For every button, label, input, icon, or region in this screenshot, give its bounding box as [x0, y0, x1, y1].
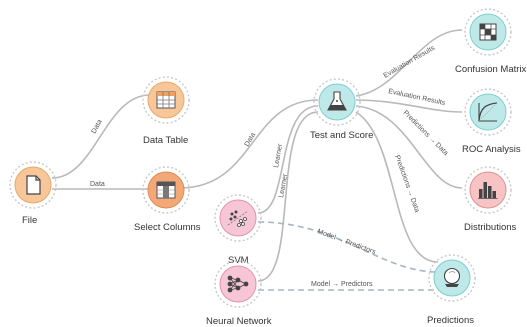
node-predictions-label: Predictions: [427, 315, 474, 326]
file-icon: [26, 175, 41, 195]
edge-test-predictions[interactable]: [355, 111, 439, 263]
neural-network-icon: [227, 275, 249, 293]
edge-label-file-data-table: Data: [91, 119, 104, 135]
node-file-halo: [9, 161, 57, 209]
edge-test-distributions[interactable]: [355, 105, 463, 189]
flask-icon: [327, 91, 347, 111]
roc-curve-icon: [478, 102, 498, 122]
edge-svm-predictions[interactable]: [257, 221, 439, 273]
edge-label-test-roc: Evaluation Results: [388, 88, 447, 107]
edge-label-nn-predictions: Model → Predictors: [311, 281, 373, 288]
node-file-label: File: [22, 215, 37, 226]
node-neural-network[interactable]: Neural Network: [206, 260, 272, 327]
svm-scatter-icon: [227, 210, 249, 227]
node-select-columns[interactable]: Select Columns: [134, 166, 201, 233]
node-roc-analysis-label: ROC Analysis: [462, 144, 521, 155]
node-select-columns-label: Select Columns: [134, 222, 201, 233]
crystal-ball-icon: [443, 267, 461, 287]
node-svm-label: SVM: [228, 255, 249, 266]
node-file[interactable]: File: [9, 161, 57, 226]
edge-label-test-distributions: Predictions → Data: [402, 109, 450, 157]
edge-file-data-table[interactable]: [51, 94, 151, 179]
node-test-and-score[interactable]: Test and Score: [310, 78, 373, 141]
node-data-table-halo: [142, 76, 190, 124]
node-roc-analysis-halo: [464, 88, 512, 136]
edge-svm-test-and-score[interactable]: [257, 105, 319, 214]
edge-label-test-confusion: Evaluation Results: [383, 44, 437, 79]
node-confusion-matrix[interactable]: Confusion Matrix: [455, 8, 527, 75]
bar-chart-icon: [478, 182, 498, 199]
edge-test-confusion-matrix[interactable]: [355, 29, 463, 97]
node-distributions[interactable]: Distributions: [464, 166, 517, 233]
edge-nn-test-and-score[interactable]: [257, 111, 319, 282]
edge-label-nn-test: Learner: [273, 143, 284, 169]
node-distributions-halo: [464, 166, 512, 214]
edge-label-svm-test: Learner: [278, 173, 289, 199]
node-data-table[interactable]: Data Table: [142, 76, 190, 146]
edges: Data Data Data Learner Learner Evaluatio…: [51, 29, 463, 291]
node-svm-halo: [214, 194, 262, 242]
node-neural-network-circle: [219, 265, 257, 303]
node-confusion-matrix-halo: [464, 8, 512, 56]
edge-label-file-select-columns: Data: [90, 181, 105, 188]
node-roc-analysis[interactable]: ROC Analysis: [462, 88, 521, 155]
node-predictions[interactable]: Predictions: [427, 254, 476, 326]
edge-test-roc-analysis[interactable]: [355, 99, 463, 113]
node-predictions-halo: [428, 254, 476, 302]
node-test-and-score-label: Test and Score: [310, 130, 373, 141]
node-neural-network-label: Neural Network: [206, 316, 272, 327]
edge-select-columns-test-and-score[interactable]: [179, 99, 319, 189]
node-neural-network-halo: [214, 260, 262, 308]
table-icon: [156, 91, 176, 109]
node-data-table-label: Data Table: [143, 135, 188, 146]
node-select-columns-halo: [142, 166, 190, 214]
select-columns-icon: [156, 181, 176, 199]
node-test-and-score-halo: [313, 78, 361, 126]
edge-label-svm-predictions: Model → Predictors: [316, 228, 377, 256]
node-svm[interactable]: SVM: [214, 194, 262, 266]
node-confusion-matrix-label: Confusion Matrix: [455, 64, 527, 75]
confusion-matrix-icon: [479, 23, 497, 41]
node-distributions-label: Distributions: [464, 222, 517, 233]
